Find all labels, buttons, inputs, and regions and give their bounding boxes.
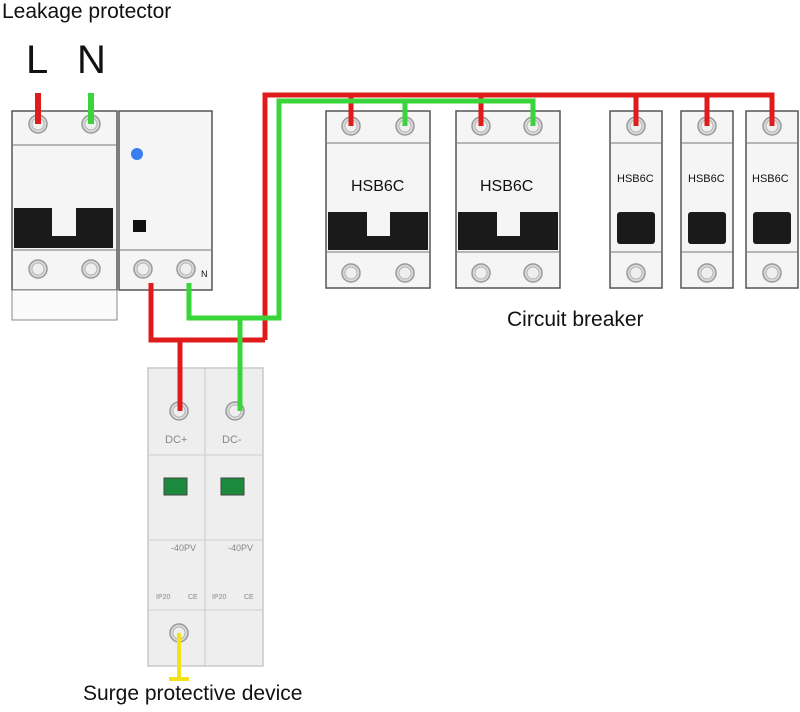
breaker-1 bbox=[325, 110, 431, 289]
spd-ce-right: CE bbox=[244, 594, 254, 601]
breaker-2 bbox=[455, 110, 561, 289]
breaker-5-label: HSB6C bbox=[752, 173, 789, 185]
test-indicator-icon bbox=[131, 148, 143, 160]
breaker-2-label: HSB6C bbox=[480, 178, 534, 195]
wire-live-drop bbox=[148, 283, 265, 343]
terminal-n-small-label: N bbox=[201, 269, 208, 279]
leakage-protector-title: Leakage protector bbox=[2, 0, 172, 23]
breaker-3 bbox=[609, 110, 663, 289]
spd-indicator-left bbox=[163, 477, 188, 496]
breaker-4 bbox=[680, 110, 734, 289]
spd-ip-right: IP20 bbox=[212, 594, 227, 601]
surge-protective-device bbox=[147, 367, 264, 667]
wires bbox=[35, 92, 775, 681]
leakage-protector bbox=[11, 110, 213, 321]
spd-minus-label: DC- bbox=[222, 434, 242, 446]
spd-model-right: -40PV bbox=[228, 543, 254, 553]
spd-model-left: -40PV bbox=[171, 543, 197, 553]
spd-indicator-right bbox=[220, 477, 245, 496]
wire-live-bus bbox=[262, 92, 775, 340]
spd-ip-left: IP20 bbox=[156, 594, 171, 601]
breaker-5 bbox=[745, 110, 799, 289]
terminal-n-label: N bbox=[77, 38, 106, 82]
breaker-3-label: HSB6C bbox=[617, 173, 654, 185]
terminal-l-label: L bbox=[26, 38, 49, 82]
test-button[interactable] bbox=[133, 220, 146, 232]
wire-neutral-bus bbox=[186, 98, 405, 321]
breaker-4-label: HSB6C bbox=[688, 173, 725, 185]
spd-ce-left: CE bbox=[188, 594, 198, 601]
surge-protective-device-caption: Surge protective device bbox=[83, 682, 303, 705]
breaker-1-label: HSB6C bbox=[351, 178, 405, 195]
spd-plus-label: DC+ bbox=[165, 434, 188, 446]
circuit-breaker-caption: Circuit breaker bbox=[507, 308, 644, 331]
